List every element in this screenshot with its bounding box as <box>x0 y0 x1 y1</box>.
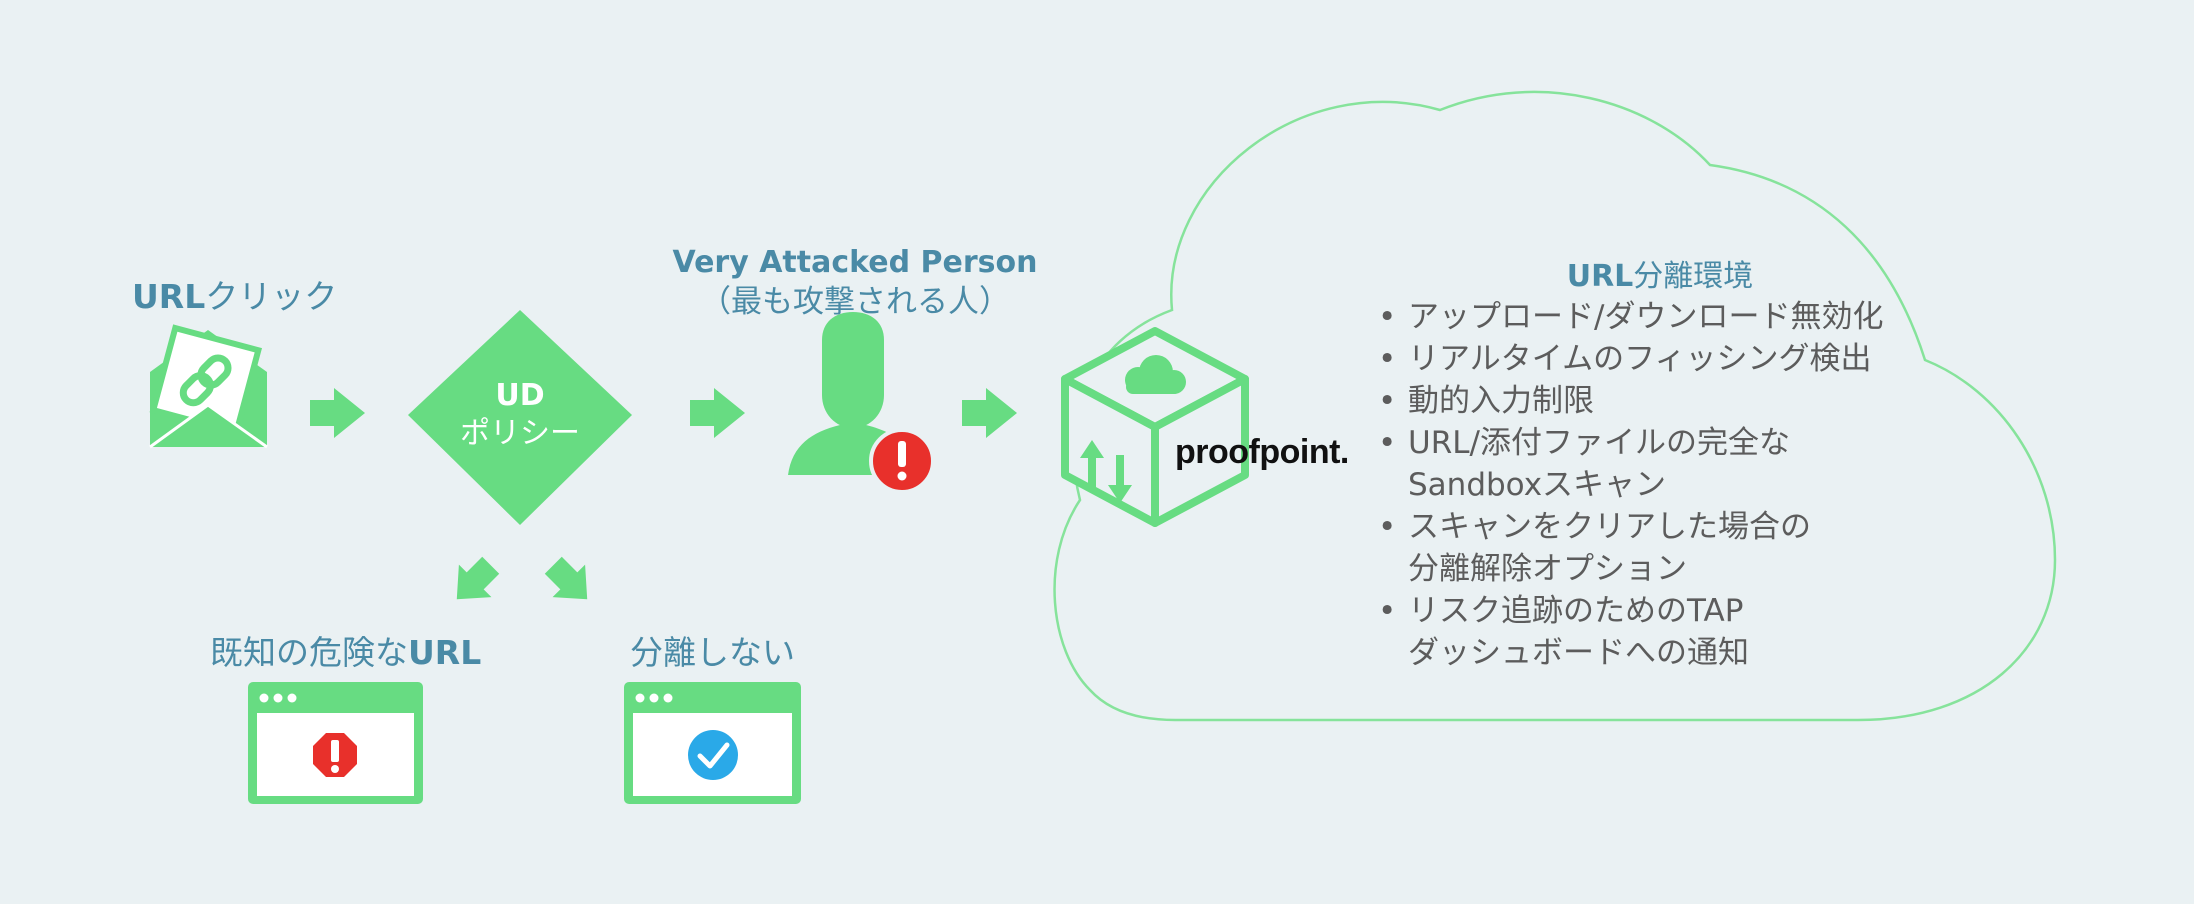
feature-item: 動的入力制限 <box>1378 380 1883 422</box>
cloud-outline <box>1053 90 2057 722</box>
browser-check-icon <box>624 682 801 804</box>
proofpoint-logo: proofpoint. <box>1175 433 1349 471</box>
feature-item: URL/添付ファイルの完全な Sandboxスキャン <box>1378 422 1883 506</box>
feature-line: 動的入力制限 <box>1408 383 1594 419</box>
feature-line: URL/添付ファイルの完全な <box>1408 425 1790 461</box>
known-bad-bold: URL <box>408 633 482 672</box>
vap-title: Very Attacked Person <box>672 245 1038 280</box>
feature-line-cont: Sandboxスキャン <box>1408 467 1667 503</box>
known-bad-rest: 既知の危険な <box>210 633 408 672</box>
cloud-title-rest: 分離環境 <box>1633 259 1754 294</box>
arrow-right-2 <box>690 388 745 438</box>
feature-line-cont: ダッシュボードへの通知 <box>1408 635 1749 671</box>
cloud-icon <box>1125 355 1186 394</box>
feature-list: アップロード/ダウンロード無効化 リアルタイムのフィッシング検出 動的入力制限 … <box>1378 296 1883 674</box>
browser-stop-icon <box>248 682 423 804</box>
url-click-bold: URL <box>132 277 206 316</box>
arrow-right-3 <box>962 388 1017 438</box>
policy-diamond <box>408 310 632 525</box>
cloud-title: URL分離環境 <box>1567 262 1754 292</box>
arrow-down-right <box>544 556 588 600</box>
cube-cloud-icon <box>1061 327 1249 527</box>
known-bad-url-label: 既知の危険なURL <box>210 636 481 669</box>
feature-line: スキャンをクリアした場合の <box>1408 509 1811 545</box>
vap-subtitle: （最も攻撃される人） <box>700 284 1010 320</box>
feature-item: アップロード/ダウンロード無効化 <box>1378 296 1883 338</box>
feature-item: リスク追跡のためのTAP ダッシュボードへの通知 <box>1378 590 1883 674</box>
arrow-down-left <box>456 556 500 600</box>
transfer-arrows-icon <box>1080 440 1132 503</box>
policy-line1: UD <box>495 378 545 413</box>
policy-label: UD ポリシー <box>440 377 600 452</box>
feature-item: リアルタイムのフィッシング検出 <box>1378 338 1883 380</box>
policy-line2: ポリシー <box>460 415 580 451</box>
arrow-right-1 <box>310 388 365 438</box>
feature-line-cont: 分離解除オプション <box>1408 551 1687 587</box>
email-link-icon <box>149 324 268 449</box>
feature-line: アップロード/ダウンロード無効化 <box>1408 299 1884 335</box>
no-isolate-label: 分離しない <box>630 633 795 672</box>
url-click-rest: クリック <box>205 277 338 316</box>
cloud-title-bold: URL <box>1566 259 1634 294</box>
feature-line: リアルタイムのフィッシング検出 <box>1408 341 1872 377</box>
url-click-label: URLクリック <box>132 280 337 313</box>
alert-icon <box>869 428 935 494</box>
feature-line: リスク追跡のためのTAP <box>1408 593 1744 629</box>
